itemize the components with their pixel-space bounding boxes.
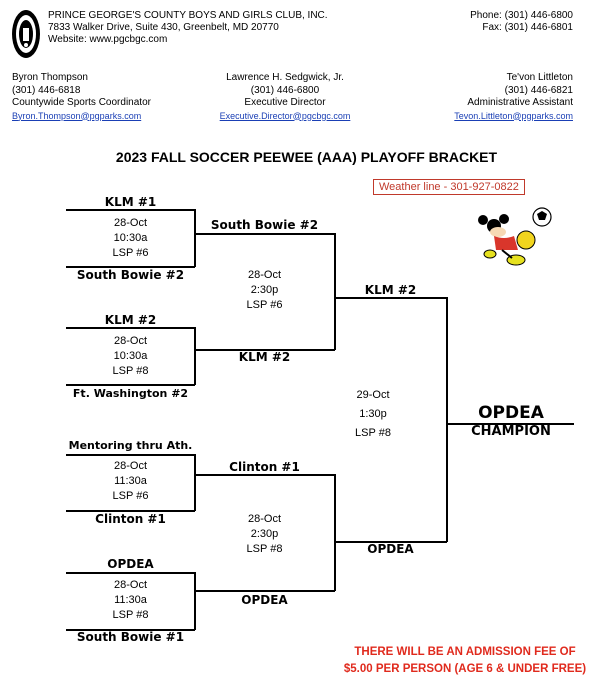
r1g3-top-line [66,454,195,456]
game-date: 28-Oct [113,579,147,591]
r1g1-info: 28-Oct 10:30a LSP #6 [66,216,195,261]
bracket-title: 2023 FALL SOCCER PEEWEE (AAA) PLAYOFF BR… [115,149,498,165]
r1g2-bottom-team: Ft. Washington #2 [72,387,189,400]
game-time: 2:30p [250,284,279,296]
r1g4-connector [194,572,196,630]
org-fax: Fax: (301) 446-6801 [482,22,573,33]
r2g2-info: 28-Oct 2:30p LSP #8 [194,512,335,557]
r2g1-bottom-team: KLM #2 [238,350,291,364]
r1g3-info: 28-Oct 11:30a LSP #6 [66,459,195,504]
game-time: 10:30a [113,350,148,362]
r1g1-top-line [66,209,195,211]
r2g2-top-line [194,474,335,476]
contact-email-link[interactable]: Executive.Director@pgcbgc.com [219,110,351,121]
contact-center: Lawrence H. Sedgwick, Jr. (301) 446-6800… [170,72,400,122]
r2g2-bottom-line [194,590,335,592]
r2g2-top-team: Clinton #1 [229,460,300,474]
r1g3-top-team: Mentoring thru Ath. [68,439,193,452]
contact-right: Te'von Littleton (301) 446-6821 Administ… [454,72,573,122]
admission-notice: THERE WILL BE AN ADMISSION FEE OF $5.00 … [320,644,610,678]
r1g4-top-team: OPDEA [107,557,154,571]
contact-title: Countywide Sports Coordinator [12,97,151,108]
weather-line-box: Weather line - 301-927-0822 [373,179,525,195]
r1g2-top-team: KLM #2 [104,313,157,327]
champion-label: CHAMPION [471,424,551,439]
org-name: PRINCE GEORGE'S COUNTY BOYS AND GIRLS CL… [48,10,328,21]
r1g1-bottom-team: South Bowie #2 [76,268,185,282]
game-date: 28-Oct [113,217,147,229]
final-bottom-team: OPDEA [367,542,414,556]
final-bottom-line [334,541,447,543]
game-date: 28-Oct [113,460,147,472]
game-date: 28-Oct [247,269,281,281]
r1g1-bottom-line [66,266,195,268]
champion-name: OPDEA [478,403,544,423]
r1g4-info: 28-Oct 11:30a LSP #8 [66,578,195,623]
game-date: 28-Oct [113,335,147,347]
r1g3-bottom-team: Clinton #1 [95,512,166,526]
game-time: 11:30a [114,475,147,487]
cartoon-soccer-image [474,206,554,268]
game-field: LSP #8 [246,543,283,555]
r1g3-connector [194,454,196,511]
contact-phone: (301) 446-6800 [250,84,320,96]
game-field: LSP #6 [246,299,283,311]
game-date: 29-Oct [356,389,390,401]
contact-name: Byron Thompson [12,72,88,83]
r2g1-top-line [194,233,335,235]
contact-title: Administrative Assistant [467,97,573,108]
org-address: 7833 Walker Drive, Suite 430, Greenbelt,… [48,22,279,33]
contact-phone: (301) 446-6821 [504,84,573,96]
game-field: LSP #8 [355,427,391,439]
game-time: 10:30a [113,232,148,244]
r1g2-top-line [66,327,195,329]
final-connector [446,297,448,542]
r1g4-top-line [66,572,195,574]
game-time: 2:30p [250,528,279,540]
r1g2-bottom-line [66,384,195,386]
r2g1-bottom-line [194,349,335,351]
final-info: 29-Oct 1:30p LSP #8 [334,386,412,443]
admission-line-1: THERE WILL BE AN ADMISSION FEE OF [354,646,576,658]
game-date: 28-Oct [247,513,281,525]
r1g4-bottom-team: South Bowie #1 [76,630,185,644]
r1g2-connector [194,327,196,385]
contact-name: Te'von Littleton [506,72,573,83]
contact-name: Lawrence H. Sedgwick, Jr. [226,72,344,83]
contact-email-link[interactable]: Byron.Thompson@pgparks.com [12,110,142,121]
r2g2-connector [334,474,336,591]
r2g1-connector [334,233,336,350]
org-phone: Phone: (301) 446-6800 [470,10,573,21]
r1g2-info: 28-Oct 10:30a LSP #8 [66,334,195,379]
final-top-line [334,297,447,299]
r1g1-top-team: KLM #1 [104,195,157,209]
game-field: LSP #6 [112,247,149,259]
game-time: 11:30a [114,594,147,606]
r1g3-bottom-line [66,510,195,512]
game-field: LSP #6 [112,490,149,502]
r2g2-bottom-team: OPDEA [241,593,288,607]
game-field: LSP #8 [112,365,149,377]
r1g1-connector [194,209,196,267]
org-website: Website: www.pgcbgc.com [48,34,168,45]
org-logo [11,9,41,59]
contact-title: Executive Director [244,97,326,108]
contact-left: Byron Thompson (301) 446-6818 Countywide… [12,72,151,122]
champion-line [446,423,574,425]
contact-email-link[interactable]: Tevon.Littleton@pgparks.com [454,110,573,121]
contact-phone: (301) 446-6818 [12,84,81,96]
game-time: 1:30p [359,408,387,420]
admission-line-2: $5.00 PER PERSON (AGE 6 & UNDER FREE) [343,663,587,675]
game-field: LSP #8 [112,609,149,621]
r2g1-info: 28-Oct 2:30p LSP #6 [194,268,335,313]
r1g4-bottom-line [66,629,195,631]
r2g1-top-team: South Bowie #2 [210,218,319,232]
final-top-team: KLM #2 [364,283,417,297]
